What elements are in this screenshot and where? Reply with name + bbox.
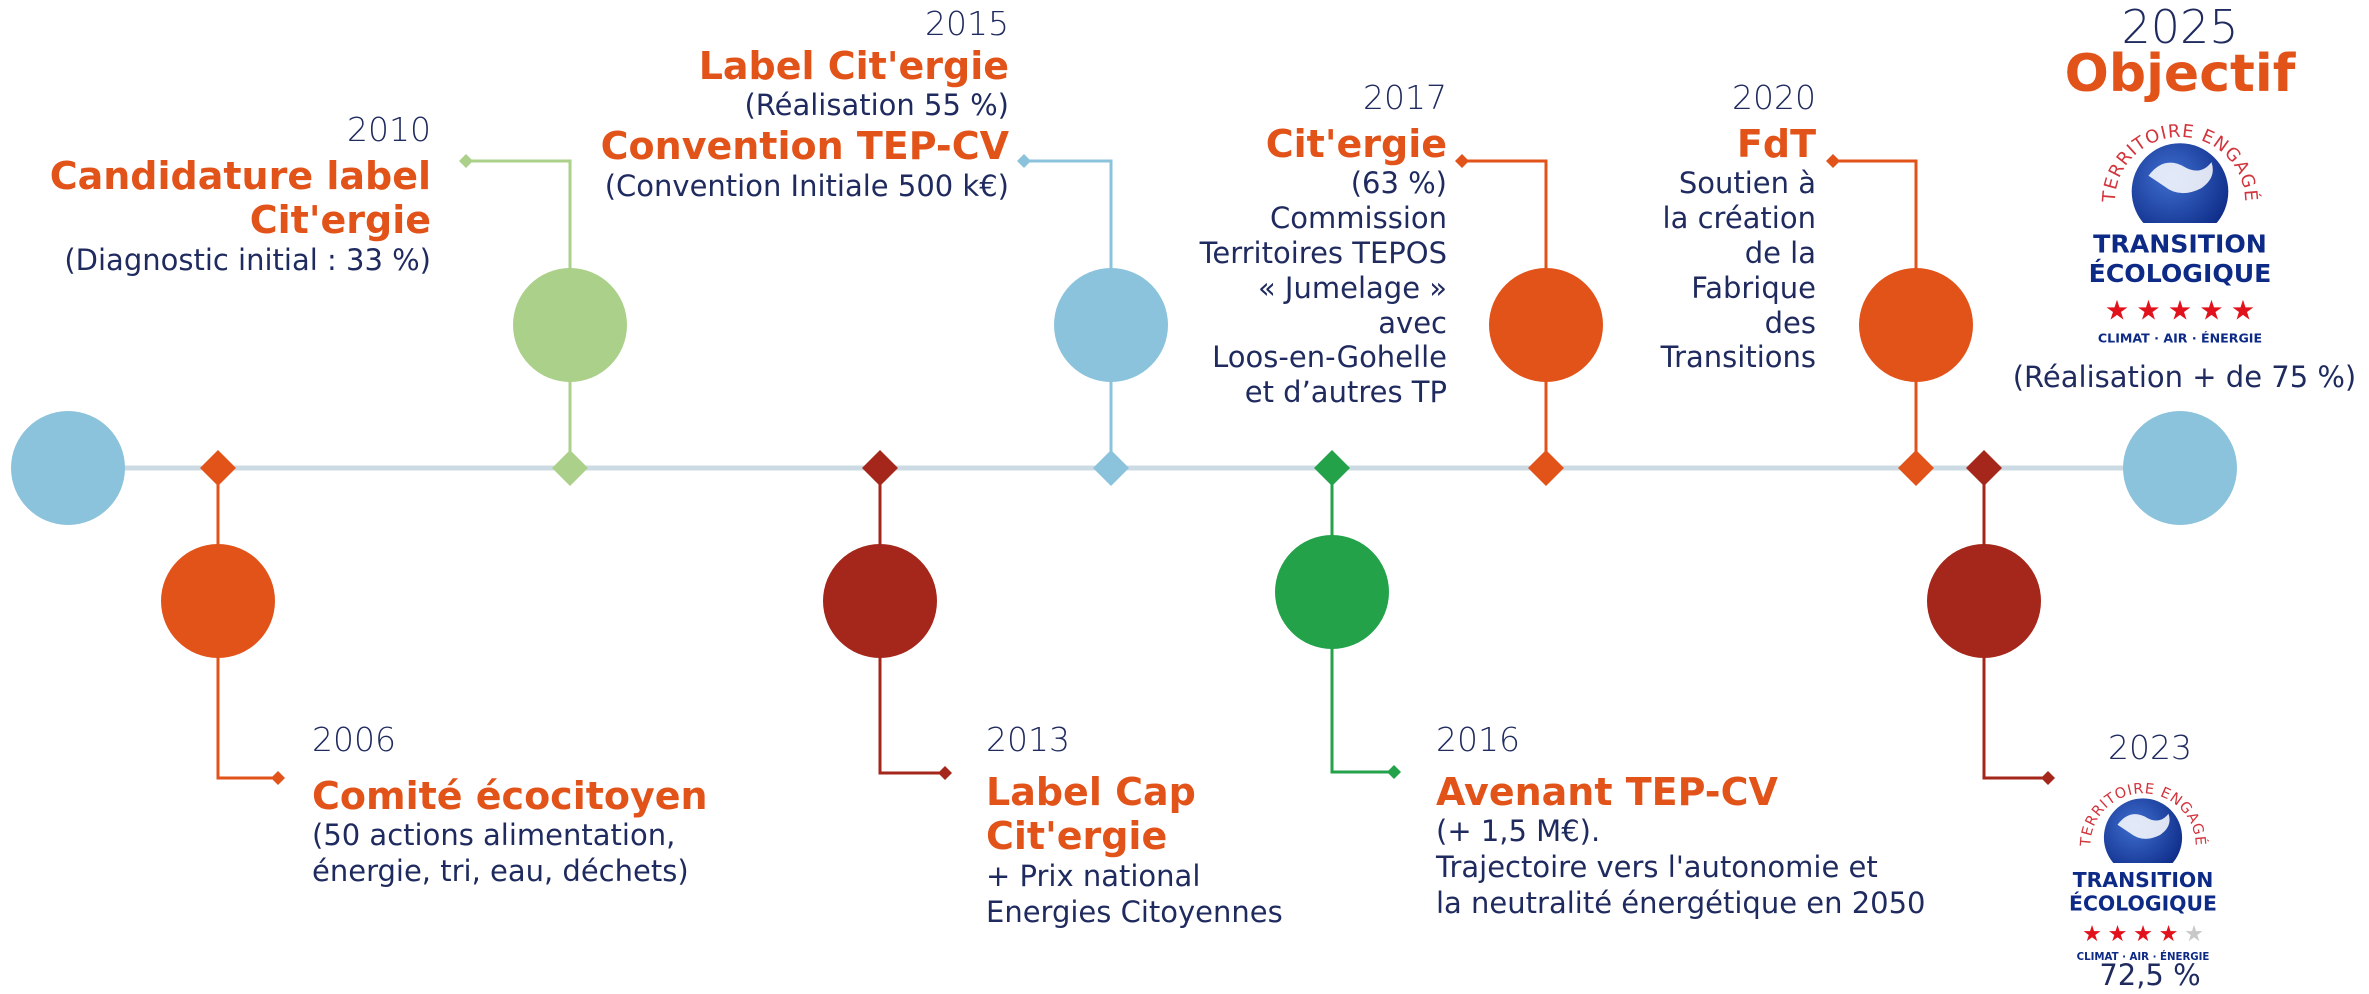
event-title-secondary: Convention TEP-CV	[600, 124, 1009, 169]
event-description: Soutien à la création de la Fabrique des…	[1660, 166, 1816, 375]
event-year: 2017	[1363, 78, 1447, 117]
event-2013: 2013 Label Cap Cit'ergie + Prix national…	[986, 720, 1283, 931]
badge-line1: TRANSITION	[2073, 868, 2214, 892]
event-title: Comité écocitoyen	[312, 773, 708, 818]
event-2023: 2023	[2040, 728, 2260, 768]
globe-land-icon	[2148, 162, 2213, 194]
event-description: (Diagnostic initial : 33 %)	[64, 243, 431, 278]
star-icon: ★	[2136, 296, 2160, 327]
event-2015-axis-marker	[1093, 450, 1129, 486]
event-2010: 2010 Candidature label Cit'ergie (Diagno…	[0, 110, 431, 279]
timeline-end-circle	[2123, 411, 2237, 525]
event-2020-axis-marker	[1898, 450, 1934, 486]
star-icon: ★	[2159, 921, 2179, 947]
event-year: 2006	[312, 720, 396, 759]
event-2017-leader-marker	[1455, 154, 1469, 168]
event-2010-axis-marker	[552, 450, 588, 486]
event-description: + Prix national Energies Citoyennes	[986, 859, 1283, 930]
event-year: 2010	[347, 110, 431, 149]
event-2015: 2015 Label Cit'ergie (Réalisation 55 %) …	[409, 4, 1009, 205]
event-2020: 2020 FdT Soutien à la création de la Fab…	[1516, 78, 1816, 375]
event-2023-circle	[1927, 544, 2041, 658]
event-2016-circle	[1275, 535, 1389, 649]
event-title: Cit'ergie	[1265, 121, 1447, 166]
badge-2023: TERRITOIRE ENGAGÉTRANSITIONÉCOLOGIQUE★★★…	[2069, 781, 2217, 963]
event-2015-circle	[1054, 268, 1168, 382]
badge-panel	[2098, 223, 2262, 297]
star-icon: ★	[2184, 921, 2204, 947]
star-icon: ★	[2231, 296, 2255, 327]
event-description: (63 %) Commission Territoires TEPOS « Ju…	[1199, 166, 1447, 410]
timeline-start-circle	[11, 411, 125, 525]
event-title: Label Cit'ergie	[698, 43, 1009, 88]
event-description: (Réalisation + de 75 %)	[2012, 360, 2357, 394]
event-2015-leader-marker	[1017, 154, 1031, 168]
event-subtitle: (Réalisation 55 %)	[744, 88, 1009, 123]
event-title: Candidature label Cit'ergie	[49, 153, 431, 243]
event-2010-circle	[513, 268, 627, 382]
event-year: 2016	[1436, 720, 1520, 759]
star-icon: ★	[2133, 921, 2153, 947]
event-title: Label Cap Cit'ergie	[986, 769, 1196, 859]
event-2006-axis-marker	[200, 450, 236, 486]
event-2010-leader-marker	[459, 154, 473, 168]
badge-line2: ÉCOLOGIQUE	[2089, 259, 2272, 288]
star-icon: ★	[2199, 296, 2223, 327]
event-2020-circle	[1859, 268, 1973, 382]
event-description: (+ 1,5 M€). Trajectoire vers l'autonomie…	[1436, 814, 1926, 921]
event-2006-leader-marker	[271, 771, 285, 785]
event-2016-leader-marker	[1387, 765, 1401, 779]
event-year: 2025	[2121, 0, 2239, 54]
event-2013-leader-marker	[938, 766, 952, 780]
event-year: 2023	[2108, 728, 2192, 767]
event-2023-score: 72,5 %	[2040, 958, 2260, 994]
event-title: Objectif	[2064, 44, 2296, 105]
badge-panel	[2076, 863, 2210, 923]
event-year: 2015	[925, 4, 1009, 43]
event-2013-circle	[823, 544, 937, 658]
event-2016: 2016 Avenant TEP-CV (+ 1,5 M€). Trajecto…	[1436, 720, 1926, 922]
badge-line1: TRANSITION	[2093, 229, 2267, 258]
event-year: 2013	[986, 720, 1070, 759]
badge-bottom-text: CLIMAT · AIR · ÉNERGIE	[2098, 331, 2262, 346]
badge-line2: ÉCOLOGIQUE	[2069, 891, 2217, 916]
globe-land-icon	[2117, 813, 2170, 839]
event-2017-circle	[1489, 268, 1603, 382]
event-2013-axis-marker	[862, 450, 898, 486]
event-2025-target: (Réalisation + de 75 %)	[2000, 360, 2369, 396]
event-2006: 2006 Comité écocitoyen (50 actions alime…	[312, 720, 708, 890]
star-icon: ★	[2082, 921, 2102, 947]
badge-2025: TERRITOIRE ENGAGÉTRANSITIONÉCOLOGIQUE★★★…	[2089, 121, 2272, 346]
event-year: 2020	[1732, 78, 1816, 117]
star-icon: ★	[2168, 296, 2192, 327]
event-2017: 2017 Cit'ergie (63 %) Commission Territo…	[1067, 78, 1447, 410]
event-title: FdT	[1736, 121, 1816, 166]
event-2020-leader-marker	[1826, 154, 1840, 168]
event-2006-circle	[161, 544, 275, 658]
event-description: (Convention Initiale 500 k€)	[604, 169, 1009, 204]
star-icon: ★	[2105, 296, 2129, 327]
star-icon: ★	[2108, 921, 2128, 947]
event-2023-axis-marker	[1966, 450, 2002, 486]
event-2023-leader-marker	[2041, 771, 2055, 785]
badge-bottom-text: CLIMAT · AIR · ÉNERGIE	[2077, 950, 2210, 963]
event-description: (50 actions alimentation, énergie, tri, …	[312, 818, 689, 889]
event-2017-axis-marker	[1528, 450, 1564, 486]
event-2016-axis-marker	[1314, 450, 1350, 486]
event-title: Avenant TEP-CV	[1436, 769, 1778, 814]
event-2025: 2025 Objectif	[2030, 0, 2330, 106]
event-description: 72,5 %	[2099, 958, 2201, 992]
